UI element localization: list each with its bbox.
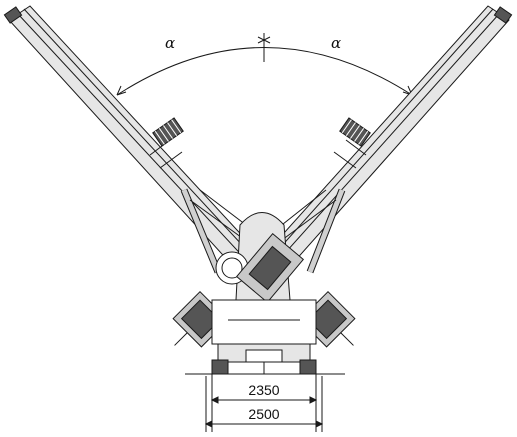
angle-label-left: α bbox=[165, 34, 176, 52]
dimension-lines bbox=[204, 374, 324, 432]
turret bbox=[215, 212, 305, 345]
dimension-label-inner: 2350 bbox=[248, 382, 280, 398]
left-motor bbox=[152, 117, 184, 147]
right-cylinder bbox=[277, 188, 346, 274]
right-motor bbox=[339, 117, 371, 147]
angle-annotation bbox=[116, 33, 413, 96]
left-cylinder bbox=[180, 188, 251, 274]
chassis bbox=[211, 299, 317, 375]
dimension-label-outer: 2500 bbox=[248, 406, 280, 422]
angle-label-right: α bbox=[331, 34, 342, 52]
left-boom bbox=[3, 5, 286, 299]
